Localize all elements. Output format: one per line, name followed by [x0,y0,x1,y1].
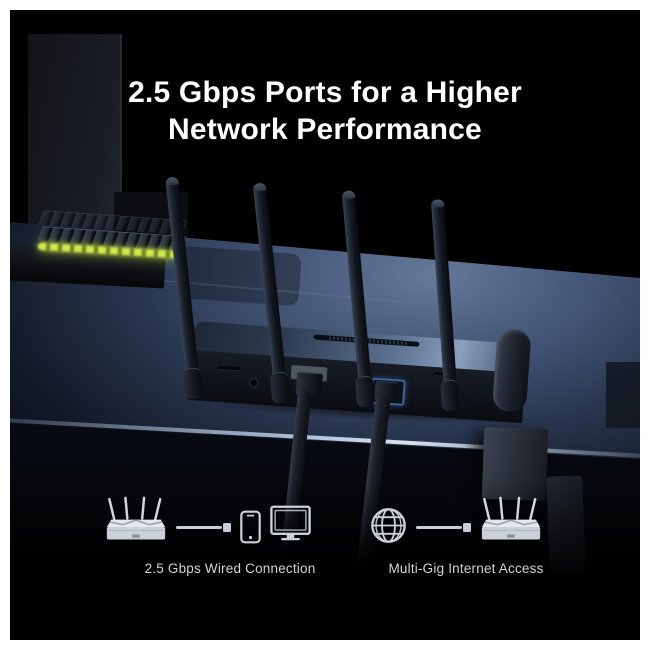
cable-connector-icon [176,523,231,532]
title-line-1: 2.5 Gbps Ports for a Higher [128,76,522,109]
feature-group-wired [105,488,311,544]
feature-label-internet: Multi-Gig Internet Access [388,561,544,576]
page-title: 2.5 Gbps Ports for a Higher Network Perf… [10,74,640,148]
globe-icon [371,508,406,543]
router-icon [481,496,541,540]
wire-plug-icon [463,523,471,532]
wire-line [176,526,222,529]
feature-group-internet [370,488,542,544]
wire-line [416,526,462,529]
title-line-2: Network Performance [168,113,482,146]
smartphone-icon [240,510,261,544]
cable-connector-icon [416,523,471,532]
scene-canvas: 2.5 Gbps Ports for a Higher Network Perf… [10,10,640,640]
right-shadow-panel [606,362,640,428]
feature-label-wired: 2.5 Gbps Wired Connection [144,561,316,576]
monitor-icon [270,505,311,541]
features-section: 2.5 Gbps Wired Connection [10,10,640,640]
router-icon [106,496,166,540]
wire-plug-icon [223,523,231,532]
